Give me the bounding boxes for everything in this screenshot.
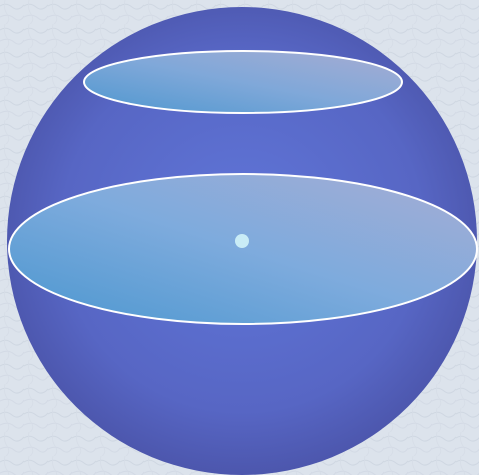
great-circle-disk xyxy=(9,174,477,324)
sphere-center-point xyxy=(235,234,249,248)
upper-cross-section-disk xyxy=(84,51,402,113)
